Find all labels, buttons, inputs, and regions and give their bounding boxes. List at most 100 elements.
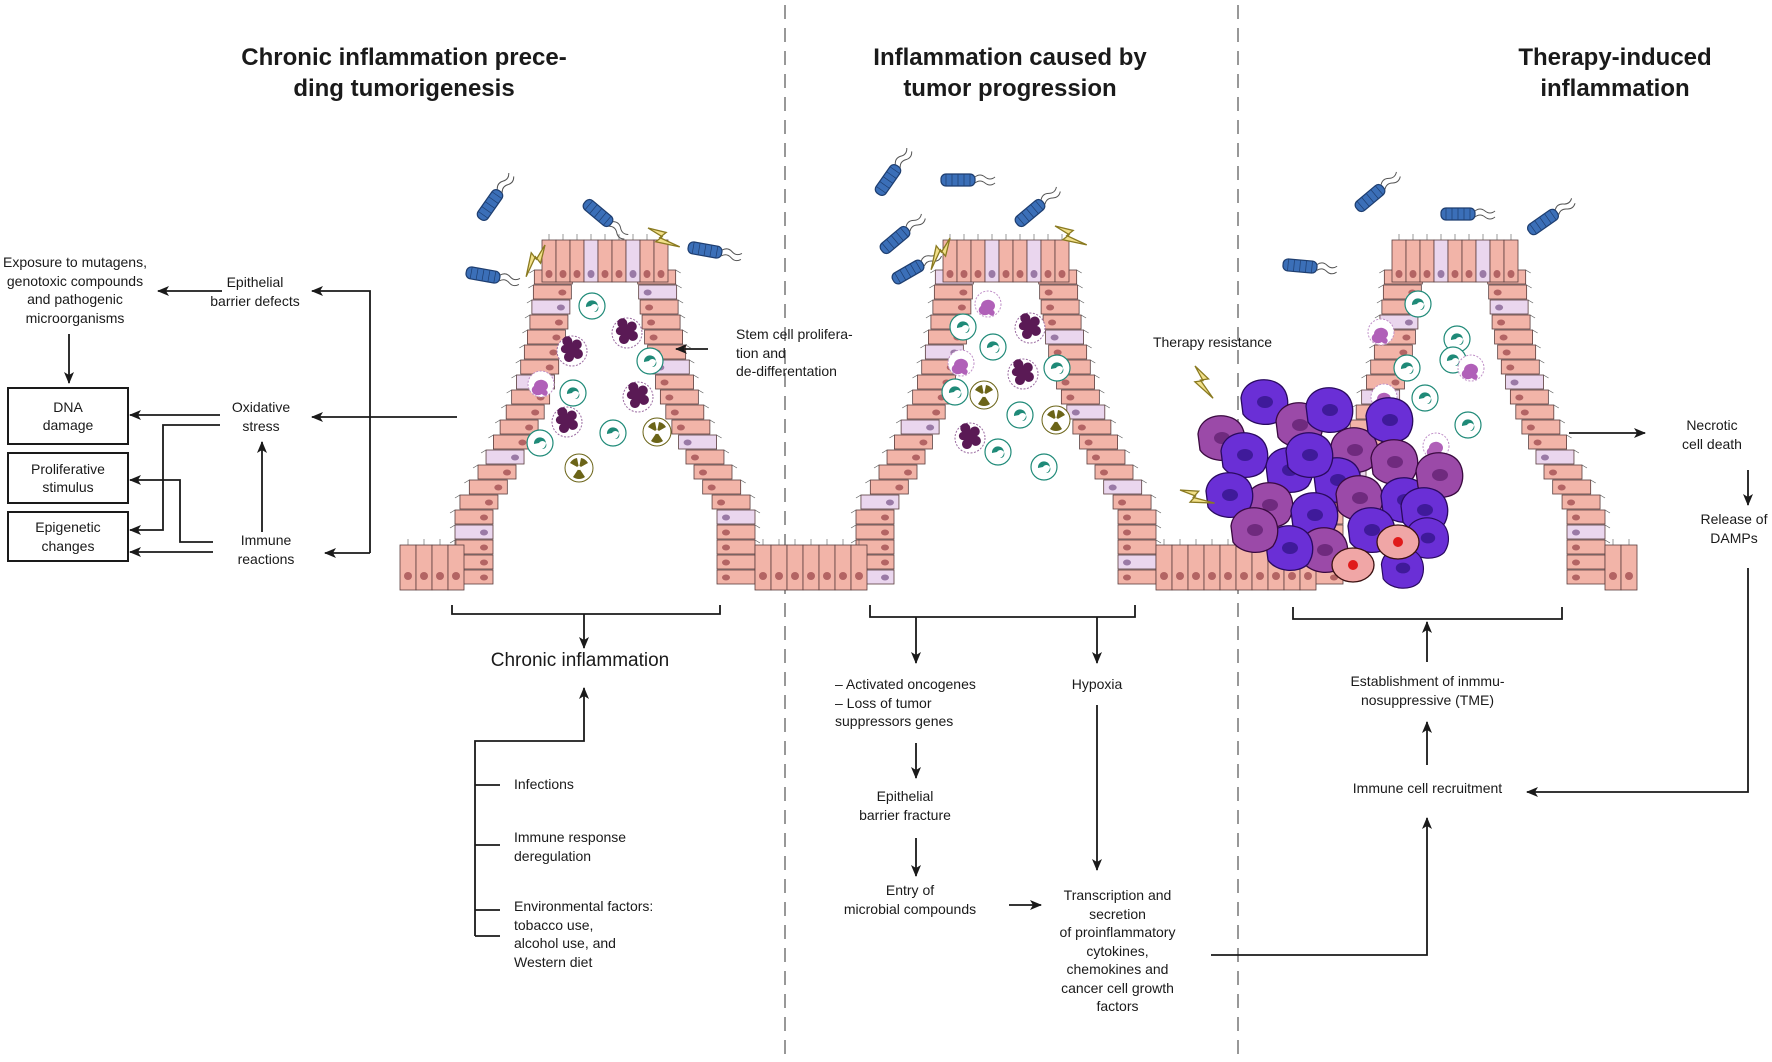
cell-nucleus bbox=[480, 574, 488, 581]
tumor-progression-title: Inflammation caused by tumor progression bbox=[873, 44, 1147, 102]
epithelial-cell bbox=[886, 449, 926, 465]
proliferative-stimulus-box: Proliferative stimulus bbox=[7, 452, 129, 504]
cilia bbox=[1155, 509, 1162, 514]
cell-nucleus bbox=[1118, 499, 1127, 506]
cell-nucleus bbox=[881, 514, 889, 521]
cell-nucleus bbox=[1044, 289, 1053, 296]
cilia bbox=[1581, 464, 1588, 469]
epithelial-cell bbox=[485, 449, 525, 465]
epithelial-cell bbox=[1187, 544, 1205, 591]
epithelial-cell bbox=[693, 464, 733, 480]
cell-nucleus bbox=[1479, 270, 1487, 278]
cell-nucleus bbox=[1572, 544, 1580, 551]
cell-nucleus bbox=[1123, 559, 1131, 566]
cilia bbox=[1132, 464, 1139, 469]
epithelial-cell bbox=[702, 479, 742, 495]
epithelial-cell bbox=[1497, 344, 1537, 360]
cell-nucleus bbox=[1272, 572, 1280, 580]
epithelial-cell bbox=[802, 544, 820, 591]
cell-nucleus bbox=[1499, 334, 1508, 341]
cell-nucleus bbox=[484, 499, 493, 506]
epithelial-cell bbox=[932, 299, 972, 315]
epithelial-cell bbox=[894, 434, 933, 450]
cilia bbox=[1094, 374, 1100, 379]
arrows bbox=[64, 286, 1753, 956]
immune-recruitment-label: Immune cell recruitment bbox=[1352, 780, 1503, 796]
cell-nucleus bbox=[1061, 379, 1070, 386]
cilia bbox=[929, 284, 935, 289]
epithelial-cell bbox=[1039, 284, 1079, 300]
cilia bbox=[515, 359, 521, 364]
bacterium-icon bbox=[1352, 169, 1403, 215]
cilia bbox=[1539, 359, 1545, 364]
neutrophil-icon bbox=[954, 422, 986, 454]
cell-nucleus bbox=[1123, 544, 1131, 551]
bacterium-icon bbox=[1281, 257, 1338, 276]
cell-nucleus bbox=[807, 572, 815, 580]
cell-nucleus bbox=[885, 499, 894, 506]
cell-nucleus bbox=[676, 424, 685, 431]
bacterium-icon bbox=[872, 145, 915, 198]
cilia bbox=[1376, 299, 1383, 304]
epithelial-cell bbox=[1604, 544, 1622, 591]
cell-nucleus bbox=[960, 270, 968, 278]
cell-nucleus bbox=[1540, 454, 1549, 461]
tumor-cell-icon bbox=[1285, 432, 1334, 479]
cell-nucleus bbox=[946, 270, 954, 278]
oxidative-stress-label: Oxidative stress bbox=[231, 399, 291, 434]
cilia bbox=[907, 389, 913, 394]
cell-nucleus bbox=[643, 289, 652, 296]
cell-nucleus bbox=[647, 319, 656, 326]
epithelial-cell bbox=[834, 544, 852, 591]
cell-nucleus bbox=[895, 484, 904, 491]
epithelial-cell bbox=[529, 314, 569, 330]
cilia bbox=[449, 509, 456, 514]
cell-nucleus bbox=[881, 544, 889, 551]
epithelial-cell bbox=[1509, 389, 1549, 405]
neutrophil-icon bbox=[1014, 312, 1046, 344]
macrophage-icon bbox=[1367, 318, 1395, 346]
cell-nucleus bbox=[1256, 572, 1264, 580]
cilia bbox=[526, 299, 533, 304]
cilia bbox=[1529, 314, 1536, 319]
epithelial-cell bbox=[454, 509, 494, 525]
cilia bbox=[1553, 404, 1559, 409]
cell-nucleus bbox=[525, 424, 534, 431]
lymphocyte-icon bbox=[599, 419, 627, 447]
cilia bbox=[1361, 374, 1367, 379]
cilia bbox=[1078, 299, 1085, 304]
cilia bbox=[449, 524, 456, 529]
cell-nucleus bbox=[1048, 319, 1057, 326]
cilia bbox=[1379, 269, 1385, 274]
cell-nucleus bbox=[649, 334, 658, 341]
cell-nucleus bbox=[436, 572, 444, 580]
cilia bbox=[677, 299, 684, 304]
epithelial-cell bbox=[399, 544, 417, 591]
cilia bbox=[709, 419, 716, 424]
cell-nucleus bbox=[573, 270, 581, 278]
epithelial-cell bbox=[1566, 509, 1606, 525]
lymphocyte-icon bbox=[1006, 401, 1034, 429]
epithelial-cell bbox=[531, 299, 571, 315]
cilia bbox=[1604, 509, 1611, 514]
cilia bbox=[1124, 449, 1131, 454]
lymphocyte-icon bbox=[1043, 354, 1071, 382]
epithelial-barrier-defects-label: Epithelial barrier defects bbox=[210, 274, 300, 309]
macrophage-icon bbox=[947, 349, 975, 377]
cilia bbox=[1548, 389, 1554, 394]
cell-nucleus bbox=[480, 514, 488, 521]
cell-nucleus bbox=[1437, 270, 1445, 278]
cell-nucleus bbox=[559, 270, 567, 278]
lymphocyte-icon bbox=[1030, 453, 1058, 481]
cell-nucleus bbox=[1288, 572, 1296, 580]
cilia bbox=[1590, 479, 1596, 484]
cilia bbox=[925, 314, 932, 319]
hypoxia-label: Hypoxia bbox=[1071, 676, 1123, 692]
cell-nucleus bbox=[1625, 572, 1633, 580]
epithelial-cell bbox=[1491, 314, 1531, 330]
therapy-resistance-label: Therapy resistance bbox=[1152, 334, 1273, 350]
oncogenes-label: – Activated oncogenes – Loss of tumor su… bbox=[835, 676, 976, 729]
cilia bbox=[682, 329, 688, 334]
cell-nucleus bbox=[1515, 394, 1524, 401]
